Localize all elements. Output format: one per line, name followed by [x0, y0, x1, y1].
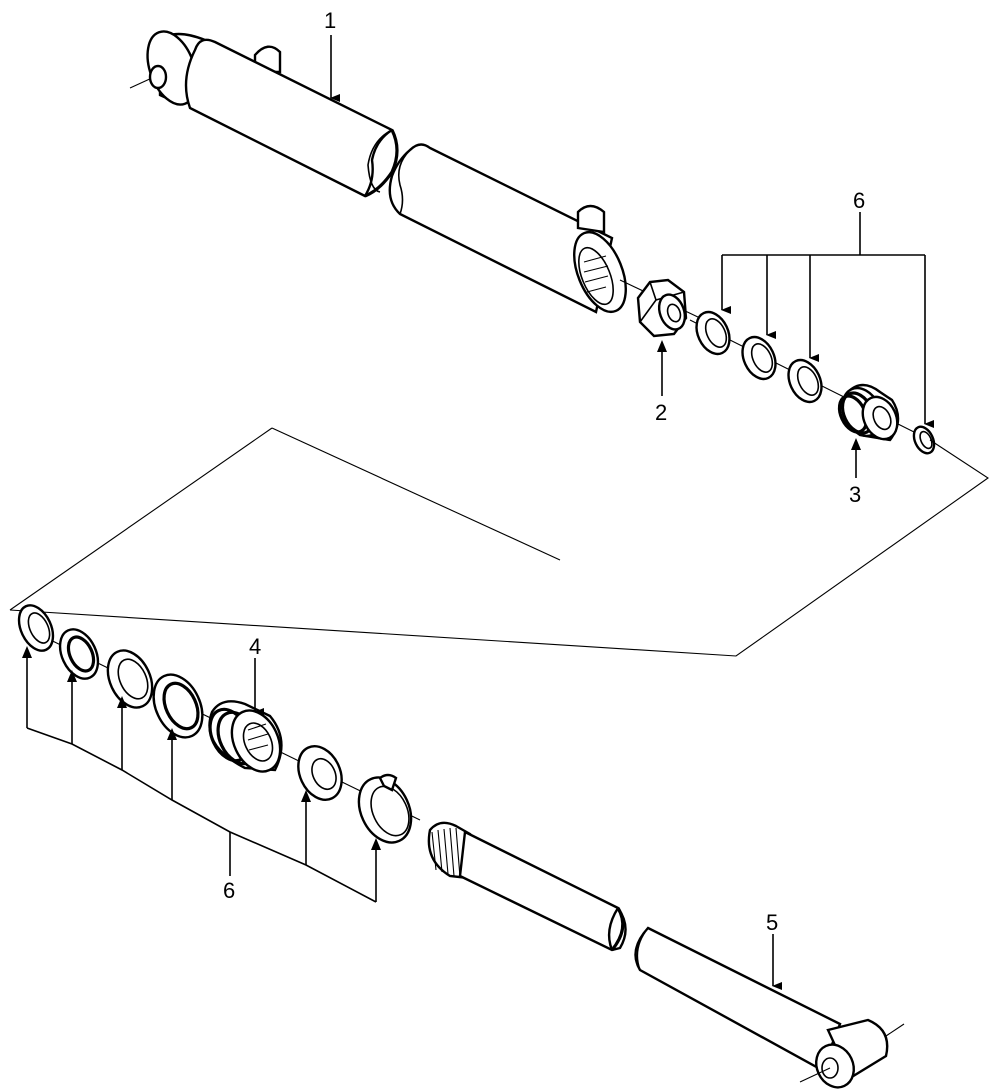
callout-2: 2: [655, 400, 668, 425]
callout-6-bottom: 6: [223, 878, 236, 903]
callout-1: 1: [324, 8, 337, 33]
gland-assembly: [208, 700, 283, 773]
callout-3: 3: [849, 482, 862, 507]
leader-lines-top: [330, 35, 934, 478]
gland-nut: [619, 278, 701, 338]
cylinder-barrel: [129, 30, 627, 314]
seal-kit-bottom: [17, 604, 421, 844]
callout-6-top: 6: [853, 188, 866, 213]
piston: [837, 383, 900, 442]
callout-4: 4: [249, 634, 262, 659]
connector-frame: [9, 427, 989, 657]
leader-lines-bottom: [22, 646, 782, 990]
callout-5: 5: [766, 910, 779, 935]
seal-kit-top: [689, 310, 936, 455]
piston-rod: [427, 821, 905, 1089]
